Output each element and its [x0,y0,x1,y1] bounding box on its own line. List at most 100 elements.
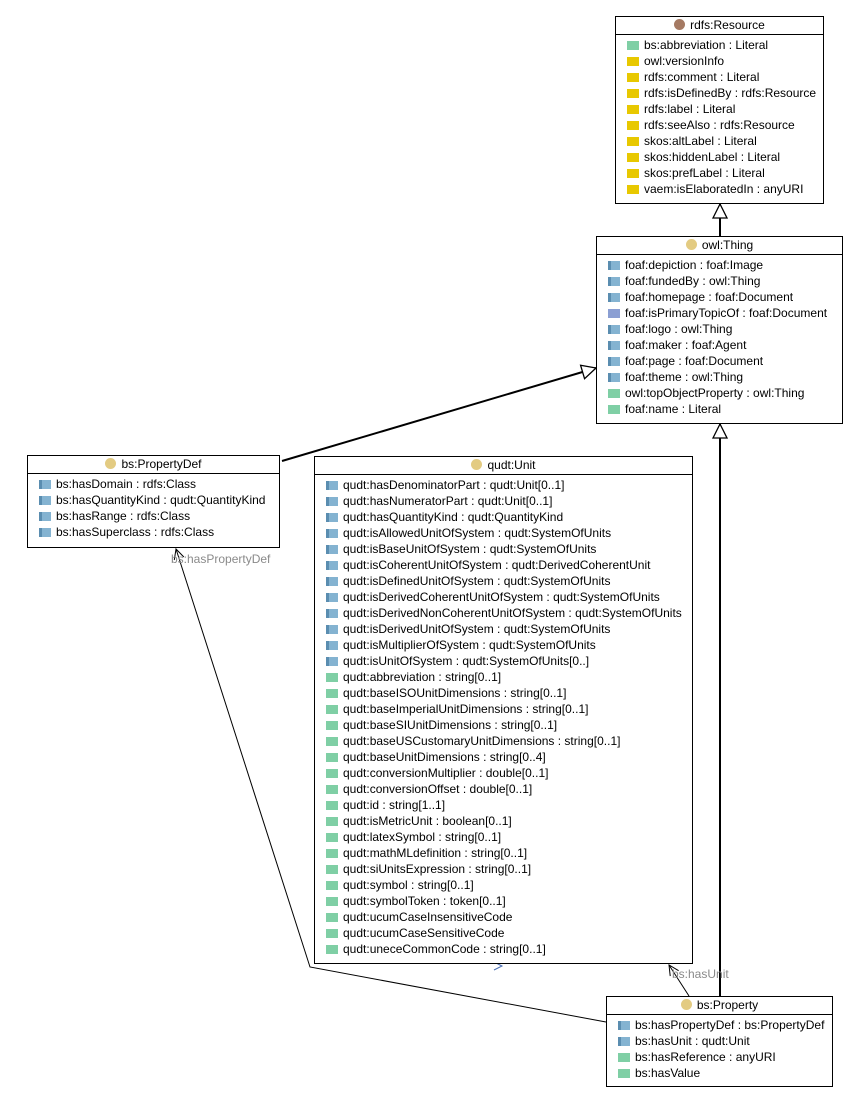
attribute-row[interactable]: qudt:isMetricUnit : boolean[0..1] [315,813,692,829]
attribute-row[interactable]: bs:hasUnit : qudt:Unit [607,1033,832,1049]
attribute-row[interactable]: qudt:baseImperialUnitDimensions : string… [315,701,692,717]
attribute-row[interactable]: qudt:isDerivedNonCoherentUnitOfSystem : … [315,605,692,621]
attribute-row[interactable]: qudt:baseUnitDimensions : string[0..4] [315,749,692,765]
attribute-row[interactable]: skos:prefLabel : Literal [616,165,823,181]
attribute-label: rdfs:label : Literal [644,102,736,116]
attribute-row[interactable]: qudt:baseUSCustomaryUnitDimensions : str… [315,733,692,749]
object-property-icon [326,657,338,666]
attribute-row[interactable]: bs:hasRange : rdfs:Class [28,508,279,524]
attribute-row[interactable]: bs:hasDomain : rdfs:Class [28,476,279,492]
attribute-row[interactable]: qudt:isBaseUnitOfSystem : qudt:SystemOfU… [315,541,692,557]
attribute-row[interactable]: qudt:hasQuantityKind : qudt:QuantityKind [315,509,692,525]
attribute-row[interactable]: foaf:homepage : foaf:Document [597,289,842,305]
object-property-icon [326,513,338,522]
class-bs-propertydef[interactable]: bs:PropertyDef bs:hasDomain : rdfs:Class… [27,455,280,548]
attribute-row[interactable]: foaf:isPrimaryTopicOf : foaf:Document [597,305,842,321]
object-property-icon [326,497,338,506]
attribute-row[interactable]: qudt:hasDenominatorPart : qudt:Unit[0..1… [315,477,692,493]
attribute-row[interactable]: qudt:abbreviation : string[0..1] [315,669,692,685]
attribute-row[interactable]: bs:hasQuantityKind : qudt:QuantityKind [28,492,279,508]
attribute-row[interactable]: qudt:hasNumeratorPart : qudt:Unit[0..1] [315,493,692,509]
attribute-label: bs:hasDomain : rdfs:Class [56,477,197,491]
class-qudt-unit[interactable]: qudt:Unit qudt:hasDenominatorPart : qudt… [314,456,693,964]
attribute-label: qudt:abbreviation : string[0..1] [343,670,502,684]
attribute-row[interactable]: qudt:isUnitOfSystem : qudt:SystemOfUnits… [315,653,692,669]
attribute-row[interactable]: bs:hasValue [607,1065,832,1081]
attribute-row[interactable]: qudt:symbol : string[0..1] [315,877,692,893]
attribute-row[interactable]: qudt:baseISOUnitDimensions : string[0..1… [315,685,692,701]
attribute-row[interactable]: skos:hiddenLabel : Literal [616,149,823,165]
attribute-label: qudt:baseUnitDimensions : string[0..4] [343,750,546,764]
attribute-row[interactable]: rdfs:isDefinedBy : rdfs:Resource [616,85,823,101]
attribute-label: vaem:isElaboratedIn : anyURI [644,182,804,196]
attribute-row[interactable]: qudt:ucumCaseSensitiveCode [315,925,692,941]
class-dot-icon [680,999,692,1010]
edge-label-has-property-def: bs:hasPropertyDef [171,552,271,566]
attribute-row[interactable]: qudt:id : string[1..1] [315,797,692,813]
attribute-row[interactable]: qudt:conversionOffset : double[0..1] [315,781,692,797]
attribute-row[interactable]: qudt:ucumCaseInsensitiveCode [315,909,692,925]
attribute-row[interactable]: qudt:symbolToken : token[0..1] [315,893,692,909]
object-property-icon [608,373,620,382]
attribute-row[interactable]: qudt:mathMLdefinition : string[0..1] [315,845,692,861]
literal-property-icon [326,673,338,682]
attribute-row[interactable]: qudt:isDerivedCoherentUnitOfSystem : qud… [315,589,692,605]
attribute-label: owl:topObjectProperty : owl:Thing [625,386,805,400]
attribute-label: qudt:hasQuantityKind : qudt:QuantityKind [343,510,564,524]
attribute-row[interactable]: foaf:page : foaf:Document [597,353,842,369]
literal-property-icon [326,945,338,954]
object-property-icon [608,277,620,286]
literal-property-icon [326,849,338,858]
attribute-label: qudt:baseSIUnitDimensions : string[0..1] [343,718,558,732]
object-property-icon [39,512,51,521]
attribute-row[interactable]: qudt:uneceCommonCode : string[0..1] [315,941,692,957]
attribute-row[interactable]: qudt:isMultiplierOfSystem : qudt:SystemO… [315,637,692,653]
attribute-row[interactable]: qudt:conversionMultiplier : double[0..1] [315,765,692,781]
attribute-row[interactable]: foaf:name : Literal [597,401,842,417]
attribute-label: qudt:symbolToken : token[0..1] [343,894,506,908]
object-property-icon [608,341,620,350]
attribute-row[interactable]: vaem:isElaboratedIn : anyURI [616,181,823,197]
attribute-row[interactable]: owl:topObjectProperty : owl:Thing [597,385,842,401]
attribute-row[interactable]: qudt:baseSIUnitDimensions : string[0..1] [315,717,692,733]
attribute-row[interactable]: skos:altLabel : Literal [616,133,823,149]
attribute-row[interactable]: rdfs:comment : Literal [616,69,823,85]
annotation-property-icon [627,137,639,146]
attribute-row[interactable]: rdfs:label : Literal [616,101,823,117]
annotation-property-icon [627,105,639,114]
attribute-row[interactable]: bs:hasSuperclass : rdfs:Class [28,524,279,540]
literal-property-icon [326,817,338,826]
attribute-row[interactable]: qudt:siUnitsExpression : string[0..1] [315,861,692,877]
attribute-row[interactable]: bs:hasPropertyDef : bs:PropertyDef [607,1017,832,1033]
object-property-icon [39,528,51,537]
attribute-label: rdfs:comment : Literal [644,70,760,84]
attribute-row[interactable]: qudt:isDerivedUnitOfSystem : qudt:System… [315,621,692,637]
attribute-row[interactable]: foaf:maker : foaf:Agent [597,337,842,353]
attribute-label: qudt:hasDenominatorPart : qudt:Unit[0..1… [343,478,565,492]
attribute-row[interactable]: qudt:isAllowedUnitOfSystem : qudt:System… [315,525,692,541]
class-bs-property[interactable]: bs:Property bs:hasPropertyDef : bs:Prope… [606,996,833,1087]
attribute-row[interactable]: qudt:isDefinedUnitOfSystem : qudt:System… [315,573,692,589]
attribute-row[interactable]: qudt:isCoherentUnitOfSystem : qudt:Deriv… [315,557,692,573]
object-property-icon [326,561,338,570]
attribute-label: qudt:conversionOffset : double[0..1] [343,782,533,796]
attribute-row[interactable]: foaf:theme : owl:Thing [597,369,842,385]
attribute-row[interactable]: foaf:depiction : foaf:Image [597,257,842,273]
attribute-row[interactable]: foaf:logo : owl:Thing [597,321,842,337]
attribute-row[interactable]: bs:hasReference : anyURI [607,1049,832,1065]
attribute-row[interactable]: bs:abbreviation : Literal [616,37,823,53]
attribute-row[interactable]: qudt:latexSymbol : string[0..1] [315,829,692,845]
object-property-icon [326,481,338,490]
class-title: bs:Property [696,998,759,1012]
attribute-row[interactable]: rdfs:seeAlso : rdfs:Resource [616,117,823,133]
attribute-label: qudt:id : string[1..1] [343,798,446,812]
has-unit-link [669,965,690,997]
attribute-label: bs:abbreviation : Literal [644,38,769,52]
attribute-row[interactable]: owl:versionInfo [616,53,823,69]
literal-property-icon [627,41,639,50]
attribute-row[interactable]: foaf:fundedBy : owl:Thing [597,273,842,289]
